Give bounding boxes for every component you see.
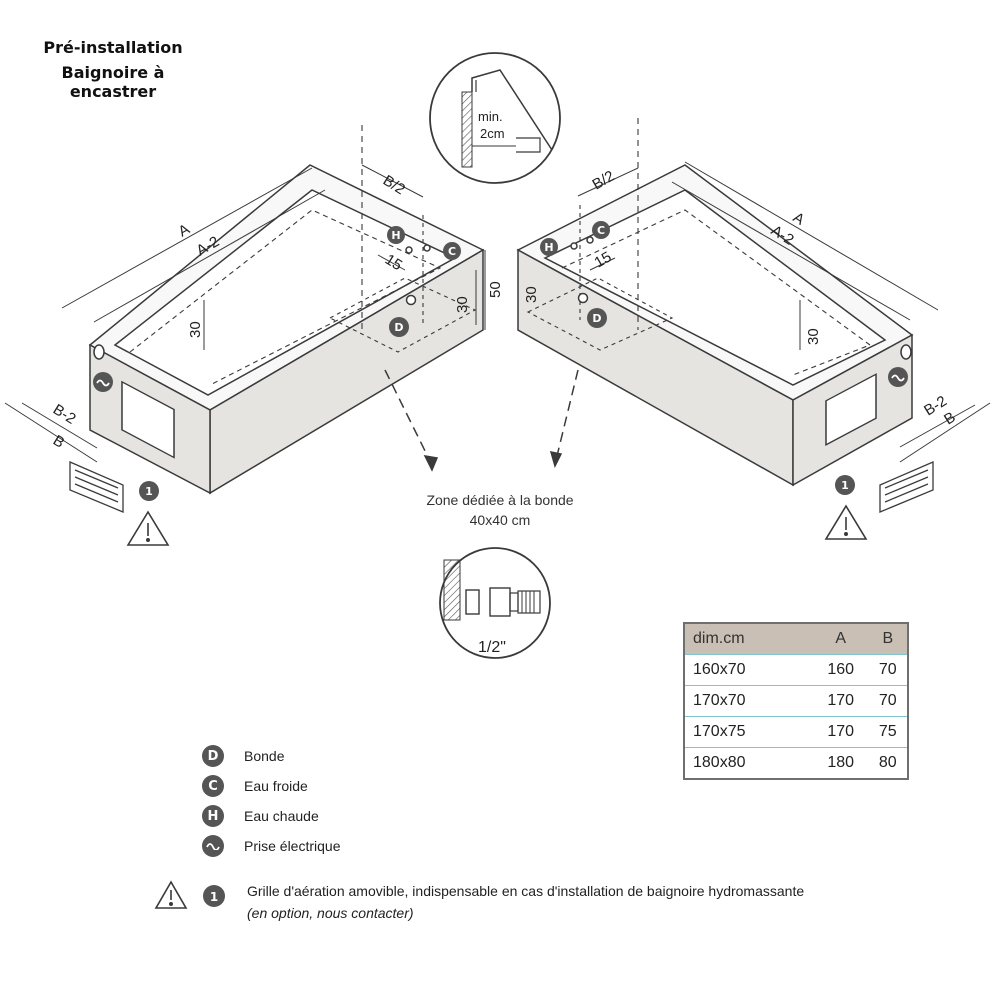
note-line-2: (en option, nous contacter) xyxy=(247,905,414,921)
right-dim-15: 15 xyxy=(592,248,615,271)
left-tub-inner-dashed xyxy=(129,209,442,386)
table-cell: 75 xyxy=(868,716,908,748)
right-vent-opening xyxy=(825,373,877,446)
table-cell: 180x80 xyxy=(684,747,813,779)
detail-rim-gap xyxy=(429,52,561,184)
right-dim-B-half: B/2 xyxy=(590,167,618,193)
table-header: A xyxy=(812,623,869,655)
left-marker-H-label: H xyxy=(391,229,400,242)
connector-size-label: 1/2" xyxy=(478,639,506,656)
left-dim-B2: B-2 xyxy=(50,401,79,428)
table-cell: 170x75 xyxy=(684,716,813,748)
table-row: 170x75 170 75 xyxy=(684,716,908,748)
right-dim-A: A xyxy=(790,209,808,229)
right-marker-H xyxy=(540,238,558,256)
note-warning-icon xyxy=(154,880,188,909)
left-dim-30-side: 30 xyxy=(454,296,471,313)
table-cell: 180 xyxy=(812,747,869,779)
left-dim-30-inner: 30 xyxy=(187,321,204,338)
right-tub xyxy=(484,118,991,513)
left-marker-1-label: 1 xyxy=(145,485,153,498)
detail-min-label: min. xyxy=(478,109,503,124)
left-marker-C-label: C xyxy=(448,245,456,258)
left-marker-D-label: D xyxy=(394,321,403,334)
right-marker-H-label: H xyxy=(544,241,553,254)
table-header: dim.cm xyxy=(684,623,813,655)
legend-item-prise: Prise électrique xyxy=(202,834,341,858)
right-warning-icon xyxy=(824,504,868,540)
left-dim-B-half: B/2 xyxy=(380,172,408,198)
right-marker-C xyxy=(592,221,610,239)
table-cell: 70 xyxy=(868,654,908,686)
left-marker-1 xyxy=(139,481,159,501)
wave-icon xyxy=(202,835,224,857)
left-bonde-zone xyxy=(328,277,477,353)
right-vent-grille xyxy=(879,461,934,513)
right-marker-1-label: 1 xyxy=(841,479,849,492)
detail-water-connector xyxy=(439,547,551,659)
right-marker-1 xyxy=(835,475,855,495)
page-subtitle: Baignoire à encastrer xyxy=(61,63,165,101)
legend-label: Prise électrique xyxy=(244,838,341,854)
table-cell: 170x70 xyxy=(684,685,813,717)
legend-symbol-H: H xyxy=(202,805,224,827)
table-cell: 160 xyxy=(812,654,869,686)
zone-bonde-label: Zone dédiée à la bonde xyxy=(426,492,574,508)
table-header-row: dim.cm A B xyxy=(684,623,908,655)
legend-symbol-C: C xyxy=(202,775,224,797)
note-marker-1 xyxy=(203,885,225,907)
left-dim-A: A xyxy=(176,221,193,241)
note-marker-1-label: 1 xyxy=(210,890,218,904)
left-vent-opening xyxy=(121,380,175,459)
table-row: 170x70 170 70 xyxy=(684,685,908,717)
table-cell: 160x70 xyxy=(684,654,813,686)
left-marker-D xyxy=(389,317,409,337)
left-warning-icon xyxy=(126,510,170,546)
right-marker-C-label: C xyxy=(597,224,605,237)
table-cell: 80 xyxy=(868,747,908,779)
right-dim-30-inner: 30 xyxy=(805,328,822,345)
legend-item-eau-froide: C Eau froide xyxy=(202,774,308,798)
right-marker-D xyxy=(587,308,607,328)
right-marker-D-label: D xyxy=(592,312,601,325)
table-cell: 170 xyxy=(812,685,869,717)
center-dim-50: 50 xyxy=(487,281,504,298)
note-line-1: Grille d'aération amovible, indispensabl… xyxy=(247,883,805,899)
legend-label: Eau froide xyxy=(244,778,308,794)
right-wave-icon xyxy=(891,374,905,382)
table-header: B xyxy=(868,623,908,655)
left-marker-C xyxy=(443,242,461,260)
legend-symbol-D: D xyxy=(202,745,224,767)
table-cell: 70 xyxy=(868,685,908,717)
left-marker-H xyxy=(387,226,405,244)
dimension-table: dim.cm A B 160x70 160 70 170x70 170 70 1… xyxy=(683,622,909,780)
zone-bonde-size: 40x40 cm xyxy=(469,512,531,528)
page-title: Pré-installation xyxy=(43,38,183,57)
detail-gap-label: 2cm xyxy=(480,126,505,141)
left-tub xyxy=(4,125,485,513)
legend-label: Bonde xyxy=(244,748,285,764)
left-dim-15: 15 xyxy=(382,251,405,274)
legend-item-eau-chaude: H Eau chaude xyxy=(202,804,319,828)
right-dim-30-side: 30 xyxy=(523,286,540,303)
left-vent-grille xyxy=(69,461,124,513)
table-row: 160x70 160 70 xyxy=(684,654,908,686)
legend-item-bonde: D Bonde xyxy=(202,744,284,768)
right-bonde-zone xyxy=(526,277,674,351)
table-row: 180x80 180 80 xyxy=(684,747,908,779)
right-tub-inner-dashed xyxy=(561,209,872,376)
left-wave-icon xyxy=(96,379,110,387)
table-cell: 170 xyxy=(812,716,869,748)
legend-label: Eau chaude xyxy=(244,808,319,824)
